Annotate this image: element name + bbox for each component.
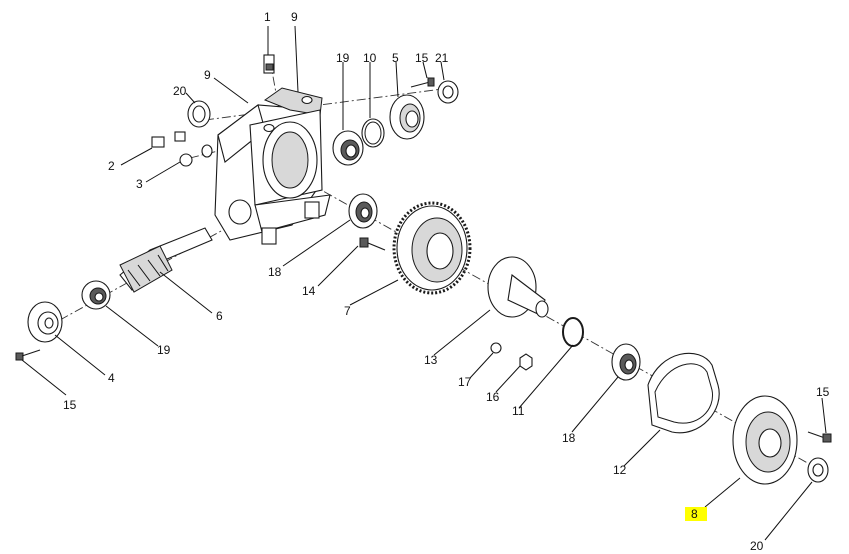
oil-seal-top xyxy=(187,100,211,128)
bearing-middle xyxy=(348,193,378,229)
label-part-2: 2 xyxy=(108,159,115,173)
washer-and-nut xyxy=(490,342,533,371)
label-part-6: 6 xyxy=(216,309,223,323)
label-part-20-top: 20 xyxy=(173,84,187,98)
oil-seal-right xyxy=(807,457,829,483)
circlip-lower xyxy=(562,317,584,347)
output-hub xyxy=(487,256,549,318)
flange-cover xyxy=(732,395,798,485)
label-part-7: 7 xyxy=(344,304,351,318)
label-8-highlight xyxy=(685,507,707,521)
end-cover-top xyxy=(389,94,425,140)
gearbox-housing xyxy=(214,87,331,245)
label-part-3: 3 xyxy=(136,177,143,191)
bearing-top xyxy=(332,130,364,166)
bolt-and-seal-top xyxy=(410,77,459,104)
part-labels: 1 9 9 20 2 3 19 10 5 15 21 18 14 7 6 19 … xyxy=(63,10,830,553)
leader-lines xyxy=(21,25,827,541)
label-part-15-left: 15 xyxy=(63,398,77,412)
drain-plugs xyxy=(151,131,213,167)
bolt-middle xyxy=(359,237,386,251)
worm-shaft xyxy=(119,227,213,293)
label-part-15-top: 15 xyxy=(415,51,429,65)
label-part-11: 11 xyxy=(512,404,525,418)
label-part-21: 21 xyxy=(435,51,449,65)
label-part-8: 8 xyxy=(691,507,698,521)
breather-plug xyxy=(263,54,275,74)
label-part-5: 5 xyxy=(392,51,399,65)
label-part-9-top: 9 xyxy=(291,10,298,24)
bolt-right xyxy=(807,431,832,443)
label-part-15-right: 15 xyxy=(816,385,830,399)
label-part-18-middle: 18 xyxy=(268,265,282,279)
label-part-14: 14 xyxy=(302,284,316,298)
bearing-right xyxy=(611,343,641,381)
label-part-16: 16 xyxy=(486,390,500,404)
label-part-1: 1 xyxy=(264,10,271,24)
label-part-18-right: 18 xyxy=(562,431,576,445)
bolt-left xyxy=(15,349,41,361)
label-part-19-top: 19 xyxy=(336,51,350,65)
label-part-4: 4 xyxy=(108,371,115,385)
gasket xyxy=(647,352,720,434)
worm-wheel xyxy=(392,201,472,295)
label-part-20-right: 20 xyxy=(750,539,764,553)
circlip-top xyxy=(361,118,385,148)
label-part-13: 13 xyxy=(424,353,438,367)
bearing-left xyxy=(81,280,111,310)
label-part-10: 10 xyxy=(363,51,377,65)
label-part-19-left: 19 xyxy=(157,343,171,357)
end-cover-left xyxy=(27,301,63,343)
label-part-12: 12 xyxy=(613,463,627,477)
label-part-17: 17 xyxy=(458,375,472,389)
label-part-9-side: 9 xyxy=(204,68,211,82)
